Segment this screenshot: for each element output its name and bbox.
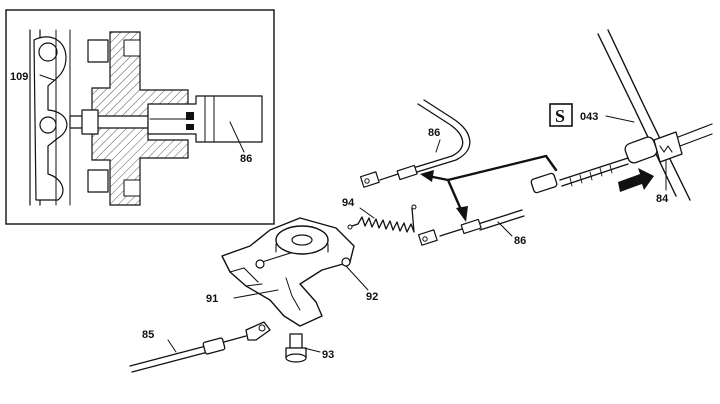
cable-86-lower [417, 209, 525, 246]
callout-93: 93 [322, 349, 334, 361]
bolt-93 [285, 333, 307, 363]
leader-lines [39, 74, 667, 353]
callout-85: 85 [142, 329, 154, 341]
callout-86-lower: 86 [514, 235, 526, 247]
spring-94 [347, 204, 417, 233]
callout-84: 84 [656, 193, 669, 205]
callout-91: 91 [206, 293, 218, 305]
cable-86-upper [359, 99, 471, 188]
callout-109: 109 [10, 71, 28, 83]
callout-043: 043 [580, 111, 598, 123]
callout-86-inset: 86 [240, 153, 252, 165]
callout-86-upper: 86 [428, 127, 440, 139]
cable-85 [129, 321, 271, 373]
special-tool-symbol: S [555, 106, 565, 126]
cable-assembly-right [530, 29, 713, 201]
callout-94: 94 [342, 197, 355, 209]
callout-92: 92 [366, 291, 378, 303]
lever-assembly [221, 217, 355, 327]
routing-arrows [420, 154, 558, 222]
detail-inset [5, 9, 275, 225]
